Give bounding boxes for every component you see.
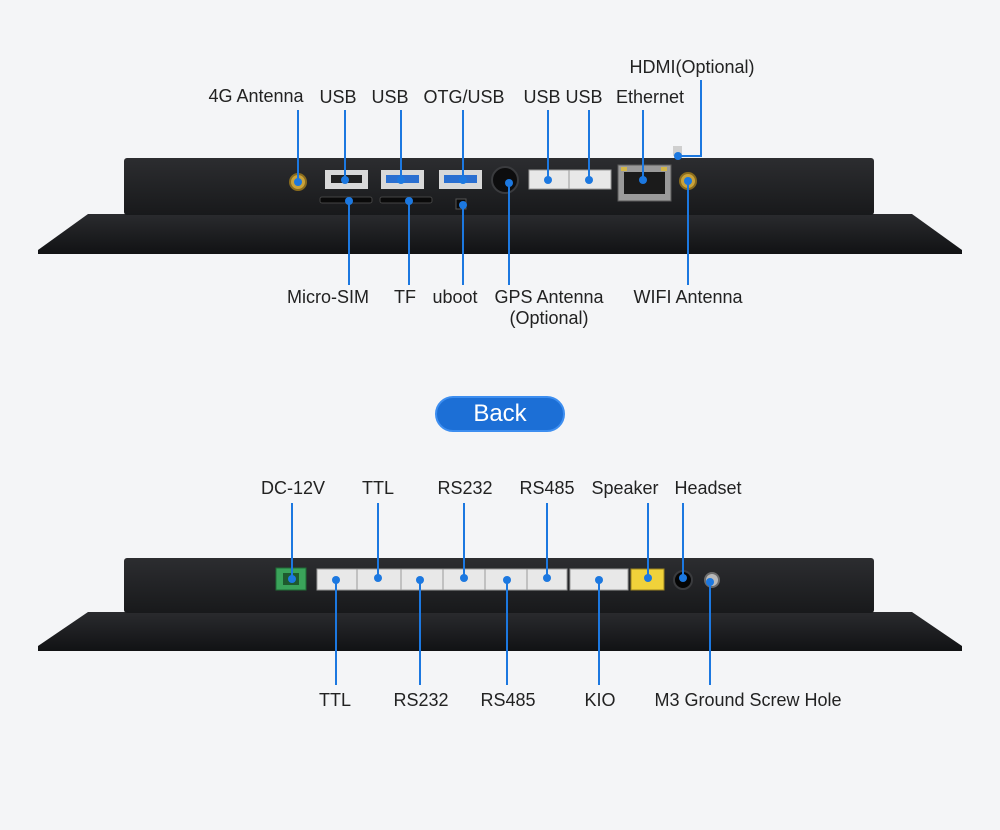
label-m3-ground-screw-hole: M3 Ground Screw Hole — [654, 690, 842, 710]
top-callout-dots — [294, 152, 692, 209]
label-gps-line1: GPS Antenna — [494, 287, 604, 307]
bottom-callout-lines — [291, 503, 711, 685]
label-ttl-bottom: TTL — [318, 690, 352, 710]
label-hdmi: HDMI(Optional) — [629, 57, 755, 77]
top-device — [38, 146, 962, 254]
bottom-device — [38, 558, 962, 651]
bottom-flange — [38, 612, 962, 651]
label-tf: TF — [394, 287, 416, 307]
label-rs485-top: RS485 — [519, 478, 575, 498]
label-otg-usb: OTG/USB — [423, 87, 505, 107]
label-4g-antenna: 4G Antenna — [208, 86, 304, 106]
label-speaker: Speaker — [591, 478, 659, 498]
label-micro-sim: Micro-SIM — [287, 287, 369, 307]
label-headset: Headset — [674, 478, 742, 498]
top-callout-lines — [297, 80, 702, 285]
label-usb-4: USB — [565, 87, 603, 107]
label-ethernet: Ethernet — [615, 87, 685, 107]
gps-antenna-port — [491, 166, 519, 194]
label-ttl-top: TTL — [361, 478, 395, 498]
label-uboot: uboot — [432, 287, 478, 307]
label-wifi-antenna: WIFI Antenna — [633, 287, 743, 307]
top-flange — [38, 214, 962, 254]
label-rs232-bottom: RS232 — [393, 690, 449, 710]
label-usb-3: USB — [523, 87, 561, 107]
label-rs485-bottom: RS485 — [480, 690, 536, 710]
label-dc-12v: DC-12V — [260, 478, 326, 498]
hdmi-port — [673, 146, 682, 156]
label-gps-antenna: GPS Antenna (Optional) — [494, 287, 603, 328]
label-gps-line2: (Optional) — [509, 307, 589, 328]
label-kio: KIO — [584, 690, 616, 710]
back-button[interactable]: Back — [435, 396, 565, 432]
label-usb-2: USB — [371, 87, 409, 107]
label-rs232-top: RS232 — [437, 478, 493, 498]
label-usb-1: USB — [319, 87, 357, 107]
bottom-callout-dots — [288, 574, 714, 586]
